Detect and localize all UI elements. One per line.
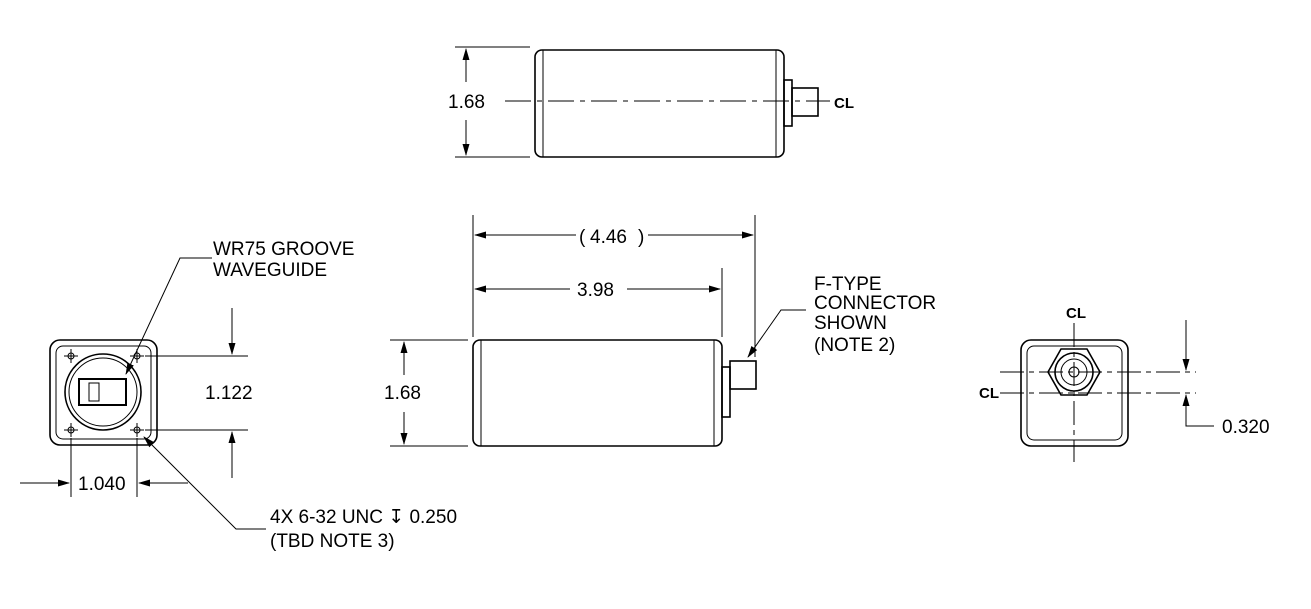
connector-left-centerline-symbol: CL: [979, 385, 999, 402]
top-view: [455, 46, 830, 158]
top-view-height-dim: 1.68: [448, 92, 485, 113]
waveguide-flange-circle: [64, 353, 142, 431]
mounting-holes-note-line1: 4X 6-32 UNC ↧ 0.250: [270, 507, 457, 528]
waveguide-leader: [125, 257, 212, 375]
overall-length-dim: 4.46: [590, 227, 627, 248]
waveguide-label-line2: WAVEGUIDE: [213, 260, 327, 281]
waveguide-end-view: [20, 257, 266, 530]
front-view-connector: [729, 360, 757, 390]
holes-leader: [143, 436, 266, 530]
front-view-height-dim: 1.68: [384, 383, 421, 404]
vertical-spacing-dim: 1.122: [205, 383, 253, 404]
waveguide-inner-slot: [88, 382, 100, 402]
connector-note-line1: F-TYPE: [814, 274, 882, 295]
waveguide-end-inner: [55, 345, 152, 440]
horizontal-spacing-dim: 1.040: [78, 474, 126, 495]
overall-length-paren-close: ): [638, 227, 644, 248]
front-view-body: [472, 339, 723, 447]
connector-end-view: [1000, 320, 1214, 462]
top-view-flange: [783, 79, 793, 127]
connector-leader: [747, 309, 806, 358]
waveguide-groove-circle: [68, 357, 138, 427]
connector-top-centerline-symbol: CL: [1066, 305, 1086, 322]
top-view-centerline-symbol: CL: [834, 95, 854, 112]
waveguide-opening: [78, 378, 127, 406]
overall-length-paren-open: (: [579, 227, 586, 248]
body-length-dim: 3.98: [577, 280, 614, 301]
offset-dim-line: [1182, 394, 1214, 427]
top-view-body: [534, 49, 785, 158]
front-view-flange: [721, 366, 731, 418]
waveguide-end-outer: [49, 339, 158, 446]
connector-note-line3: SHOWN: [814, 313, 887, 334]
offset-dim: 0.320: [1222, 417, 1270, 438]
top-view-connector: [791, 87, 819, 117]
connector-note-line2: CONNECTOR: [814, 293, 936, 314]
mounting-holes-note-line2: (TBD NOTE 3): [270, 531, 395, 552]
connector-note-line4: (NOTE 2): [814, 335, 895, 356]
waveguide-label-line1: WR75 GROOVE: [213, 239, 354, 260]
front-view: [390, 215, 806, 447]
